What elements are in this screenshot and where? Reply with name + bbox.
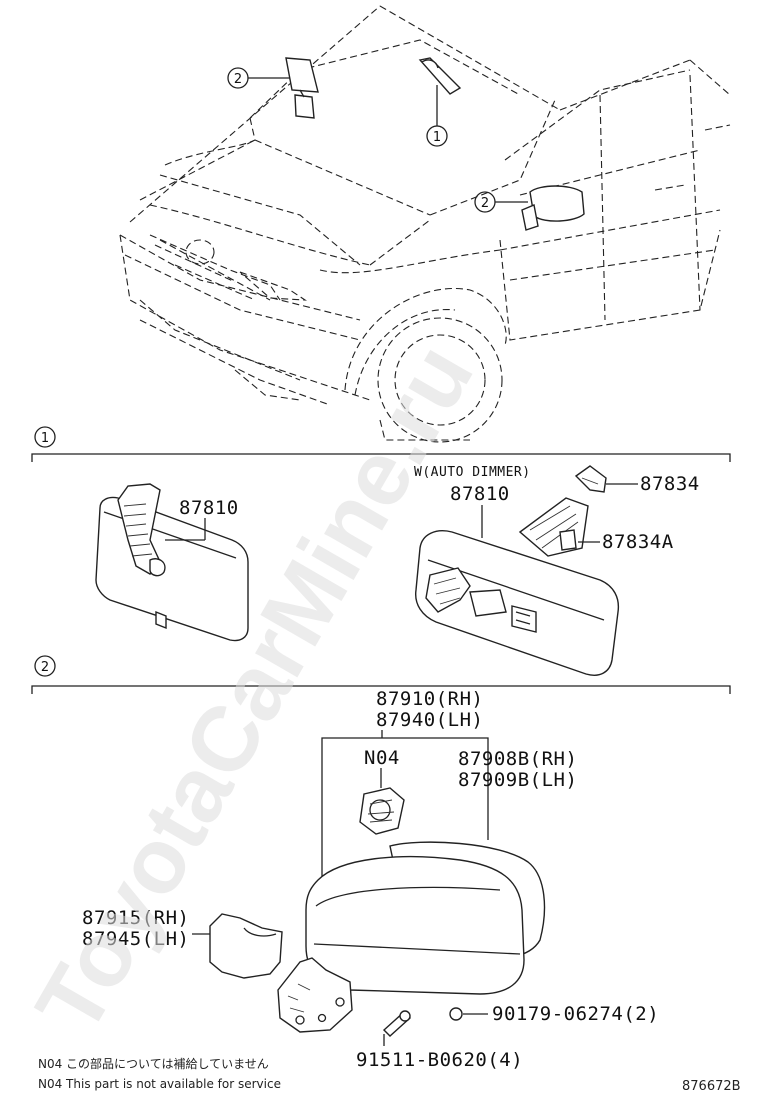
note-japanese: N04 この部品については補給していません <box>38 1056 269 1071</box>
overview-auto-mirror <box>418 57 462 95</box>
part-number-87834A: 87834A <box>602 531 674 553</box>
diagram-id: 876672B <box>682 1079 741 1094</box>
section-2-marker: 2 <box>41 660 49 675</box>
part-number-87834: 87834 <box>640 473 700 495</box>
callout-circle <box>426 125 448 147</box>
inner-mirror-auto-dimmer: W(AUTO DIMMER) 87810 <box>414 465 620 676</box>
car-overview: 2 1 2 <box>119 5 731 443</box>
part-number-87908B-rh: 87908B(RH) <box>458 748 577 770</box>
section-1-marker: 1 <box>41 431 49 446</box>
part-number-87810-std: 87810 <box>179 497 239 519</box>
section-2-bracket <box>31 685 731 694</box>
section-1-bracket <box>31 453 731 462</box>
note-english: N04 This part is not available for servi… <box>38 1077 281 1091</box>
callout-circle <box>227 67 249 89</box>
callout-mirror-auto: 1 <box>433 130 441 145</box>
section-2: 2 87910(RH) 87940(LH) N04 87908B(RH) 879… <box>31 655 731 1071</box>
mirror-lower-cover: 87915(RH) 87945(LH) <box>82 907 283 979</box>
auto-dimmer-note: W(AUTO DIMMER) <box>414 465 531 480</box>
mirror-motor-n04: N04 <box>359 747 405 835</box>
door-mirror-assembly <box>277 841 546 1033</box>
overview-inner-mirror <box>285 57 319 119</box>
callout-mirror-std: 2 <box>234 72 242 87</box>
callout-circle <box>474 191 496 213</box>
overview-door-mirror <box>521 185 585 231</box>
part-number-87810-auto: 87810 <box>450 483 510 505</box>
part-number-87910-rh: 87910(RH) <box>376 688 483 710</box>
part-number-87940-lh: 87940(LH) <box>376 709 483 731</box>
inner-mirror-standard: 87810 <box>95 483 249 642</box>
part-number-bolt: 91511-B0620(4) <box>356 1049 523 1071</box>
section-1: 1 87810 W(AUTO DIMMER) 87810 <box>31 426 731 676</box>
mirror-cover-upper: 87834 <box>574 465 700 495</box>
part-number-nut: 90179-06274(2) <box>492 1003 659 1025</box>
nut-90179: 90179-06274(2) <box>449 1003 659 1025</box>
bolt-91511: 91511-B0620(4) <box>356 1010 523 1071</box>
part-number-87909B-lh: 87909B(LH) <box>458 769 577 791</box>
part-number-87915-rh: 87915(RH) <box>82 907 189 929</box>
part-number-87945-lh: 87945(LH) <box>82 928 189 950</box>
mirror-cover-lower: 87834A <box>518 497 674 557</box>
callout-door-mirror: 2 <box>481 196 489 211</box>
motor-label: N04 <box>364 747 400 769</box>
